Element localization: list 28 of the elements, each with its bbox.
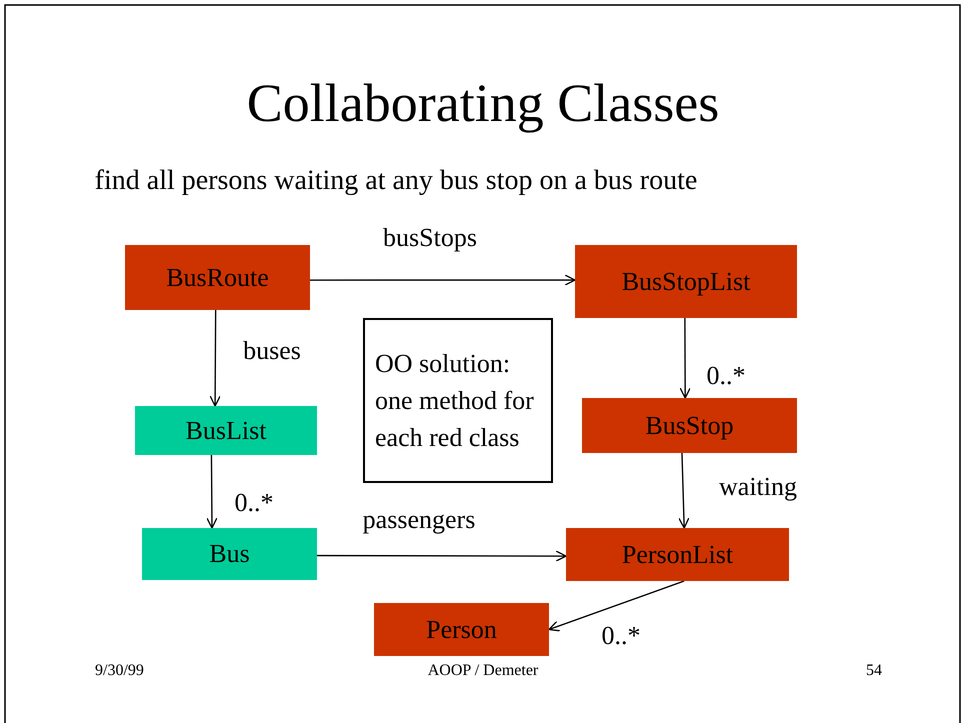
association-arrow (210, 310, 221, 407)
footer-date: 9/30/99 (95, 662, 144, 680)
class-name: PersonList (622, 540, 734, 570)
association-arrow (680, 318, 691, 399)
slide-title: Collaborating Classes (246, 72, 720, 134)
class-box (575, 245, 797, 318)
class-box (374, 603, 549, 656)
association-arrow (548, 580, 684, 632)
class-box (142, 528, 317, 580)
association-arrow (678, 452, 690, 529)
subtitle: find all persons waiting at any bus stop on a bus route (94, 165, 698, 197)
class-name: BusStopList (622, 266, 750, 296)
class-name: Person (426, 614, 497, 644)
association-arrow (317, 550, 567, 562)
class-box (566, 528, 789, 581)
class-name: Bus (209, 539, 250, 569)
class-box (582, 398, 797, 453)
class-name: BusRoute (166, 262, 269, 292)
association-arrow (206, 455, 218, 529)
class-box (125, 245, 310, 310)
note-text: OO solution: one method for each red class (375, 348, 535, 454)
association-arrow (310, 274, 576, 286)
class-name: BusList (186, 416, 266, 446)
class-box (135, 406, 317, 455)
note-box (363, 318, 553, 483)
class-name: BusStop (645, 410, 734, 440)
page-number: 54 (866, 662, 882, 680)
footer-text: AOOP / Demeter (428, 662, 538, 680)
